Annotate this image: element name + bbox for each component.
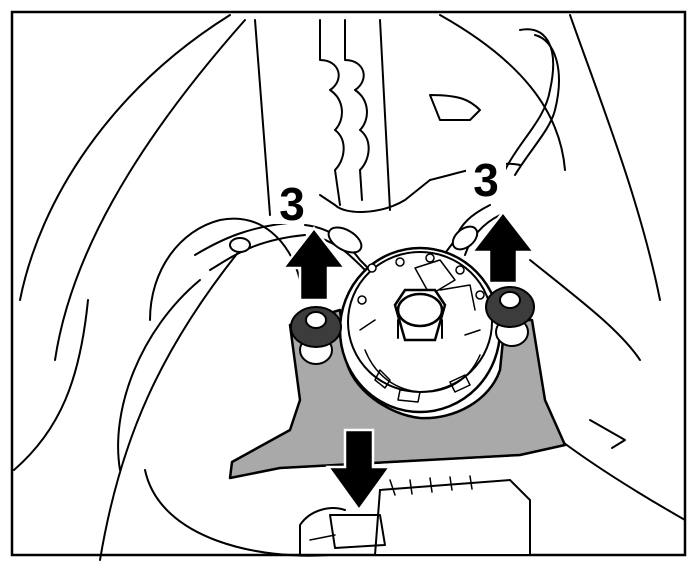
arrow-down-center (325, 428, 393, 513)
callout-left-bg (272, 172, 312, 224)
bracket-edge (279, 454, 521, 469)
left-mounting-nut (290, 306, 342, 365)
arrow-up-left (280, 225, 348, 302)
callout-left-label: 3 (279, 178, 305, 230)
bottom-connector (299, 475, 531, 556)
center-nut (393, 288, 447, 342)
right-mounting-nut (485, 286, 535, 347)
callout-right-label: 3 (473, 154, 499, 206)
wiring (194, 204, 501, 281)
column (254, 19, 431, 216)
callout-right-bg (466, 148, 506, 200)
arrow-up-right (469, 209, 537, 285)
background-outlines (13, 14, 686, 561)
